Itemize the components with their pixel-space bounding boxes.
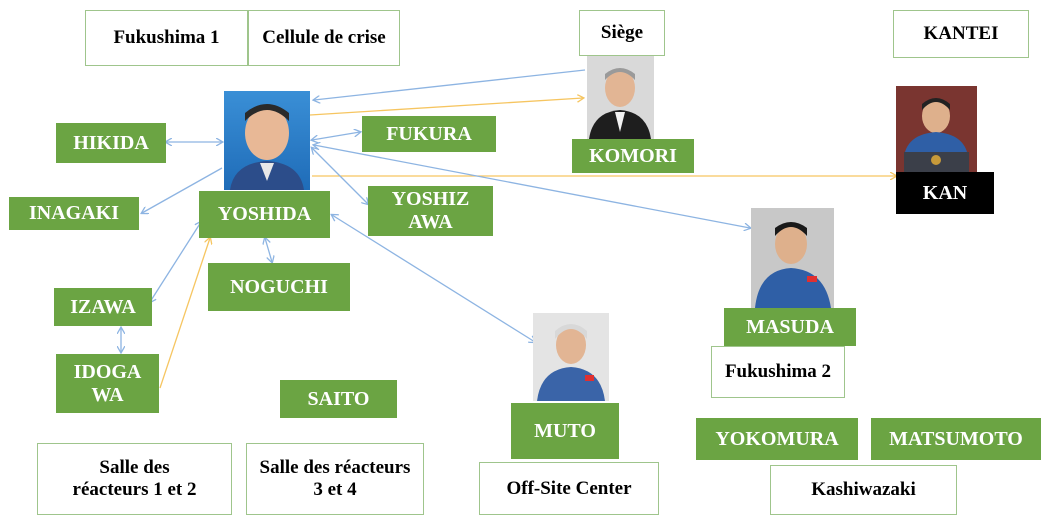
- location-kantei: KANTEI: [893, 10, 1029, 58]
- location-cellule-de-crise: Cellule de crise: [248, 10, 400, 66]
- location-siege: Siège: [579, 10, 665, 56]
- person-kan: KAN: [896, 172, 994, 214]
- person-portrait-icon: [755, 222, 831, 308]
- link-yoshida-yoshizawa: [312, 148, 368, 204]
- location-off-site-center: Off-Site Center: [479, 462, 659, 515]
- location-fukushima1: Fukushima 1: [85, 10, 248, 66]
- person-portrait-icon: [589, 68, 651, 139]
- person-muto: MUTO: [511, 403, 619, 459]
- link-yoshida-inagaki: [142, 167, 223, 213]
- masuda-photo: [751, 208, 834, 308]
- person-yoshizawa: YOSHIZ AWA: [368, 186, 493, 236]
- person-komori: KOMORI: [572, 139, 694, 173]
- yoshida-photo: [224, 91, 310, 190]
- link-yoshida-fukura: [312, 132, 360, 140]
- person-portrait-icon: [537, 324, 605, 401]
- person-matsumoto: MATSUMOTO: [871, 418, 1041, 460]
- person-fukura: FUKURA: [362, 116, 496, 152]
- link-idogawa-yoshida: [159, 238, 210, 389]
- link-yoshida-masuda: [314, 145, 750, 228]
- komori-photo: [587, 56, 654, 139]
- person-noguchi: NOGUCHI: [208, 263, 350, 311]
- person-saito: SAITO: [280, 380, 397, 418]
- link-yoshida-muto: [332, 215, 535, 342]
- kan-photo: [896, 86, 977, 172]
- muto-photo: [533, 313, 609, 401]
- person-masuda: MASUDA: [724, 308, 856, 346]
- link-yoshida-izawa: [150, 222, 201, 302]
- link-siege-yoshida: [314, 69, 586, 100]
- location-fukushima2: Fukushima 2: [711, 346, 845, 398]
- person-hikida: HIKIDA: [56, 123, 166, 163]
- location-kashiwazaki: Kashiwazaki: [770, 465, 957, 515]
- location-salle-reacteurs-1-2: Salle des réacteurs 1 et 2: [37, 443, 232, 515]
- person-portrait-icon: [230, 104, 304, 190]
- link-yoshida-noguchi: [265, 238, 272, 262]
- person-idogawa: IDOGA WA: [56, 354, 159, 413]
- link-yoshida-komori: [309, 98, 583, 116]
- person-yoshida: YOSHIDA: [199, 191, 330, 238]
- person-inagaki: INAGAKI: [9, 197, 139, 230]
- person-izawa: IZAWA: [54, 288, 152, 326]
- person-yokomura: YOKOMURA: [696, 418, 858, 460]
- location-salle-reacteurs-3-4: Salle des réacteurs 3 et 4: [246, 443, 424, 515]
- person-portrait-icon: [896, 86, 977, 172]
